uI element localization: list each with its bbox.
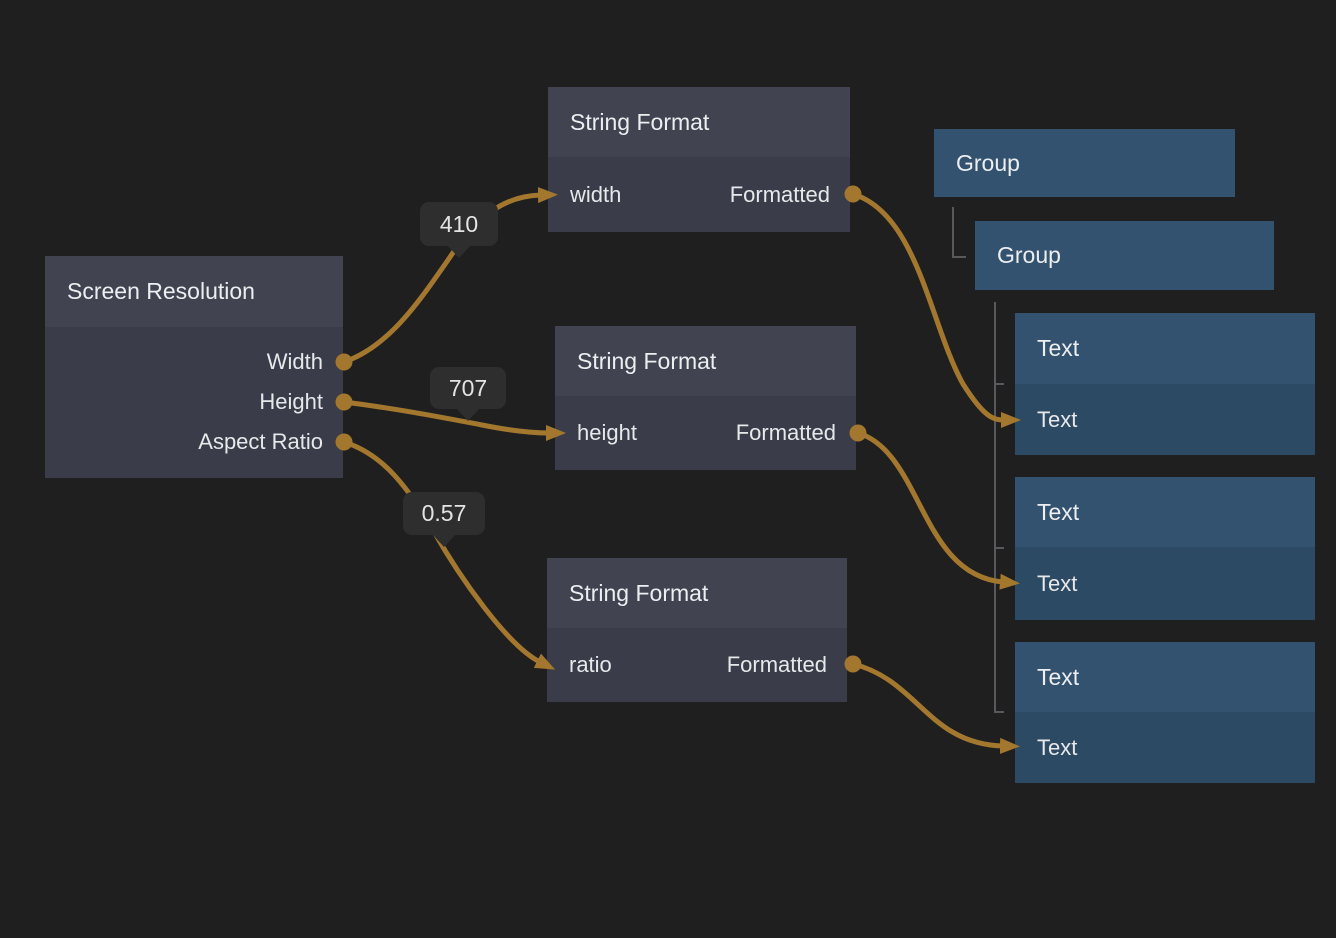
node-text-width[interactable]: Text Text — [1015, 313, 1315, 455]
node-title: String Format — [570, 108, 710, 135]
input-label: Text — [1037, 406, 1078, 432]
node-text-ratio[interactable]: Text Text — [1015, 642, 1315, 783]
node-title-bar[interactable]: String Format — [555, 326, 856, 396]
wire-value-badge-height: 707 — [430, 367, 506, 409]
node-title: String Format — [569, 579, 709, 606]
output-label: Formatted — [735, 420, 836, 445]
node-title-bar[interactable]: Text — [1015, 477, 1315, 547]
node-title-bar[interactable]: String Format — [547, 558, 847, 628]
input-label: width — [570, 181, 622, 207]
wire-aspect-ratio-to-string-format[interactable] — [341, 439, 556, 670]
input-label: height — [577, 420, 637, 445]
node-title: Screen Resolution — [67, 278, 255, 304]
wire-formatted-height-to-text[interactable] — [855, 430, 1020, 590]
wire-value: 0.57 — [421, 500, 467, 526]
node-body: width Formatted — [548, 157, 850, 232]
input-label: Text — [1037, 734, 1078, 760]
node-screen-resolution[interactable]: Screen Resolution Width Height Aspect Ra… — [45, 256, 343, 478]
node-body: Text — [1015, 547, 1315, 620]
node-title-bar[interactable]: String Format — [548, 87, 850, 157]
output-label: Formatted — [726, 652, 827, 677]
output-label: Formatted — [729, 181, 830, 207]
output-row-height: Height — [45, 382, 343, 422]
output-port-formatted-ratio[interactable] — [844, 655, 862, 673]
output-label: Height — [259, 389, 323, 414]
node-title-bar[interactable]: Group — [975, 221, 1274, 290]
input-label: ratio — [569, 652, 612, 677]
node-body: ratio Formatted — [547, 628, 847, 702]
node-text-height[interactable]: Text Text — [1015, 477, 1315, 620]
node-group-outer[interactable]: Group — [934, 129, 1235, 197]
node-title-bar[interactable]: Text — [1015, 313, 1315, 384]
wire-value: 410 — [439, 210, 479, 237]
wire-value-badge-ratio: 0.57 — [403, 492, 485, 535]
wire-value-badge-width: 410 — [420, 202, 498, 246]
output-label: Width — [266, 349, 323, 374]
tree-guide-outer-group — [952, 207, 966, 258]
input-label: Text — [1037, 570, 1078, 596]
node-title: Group — [997, 242, 1061, 268]
node-body: Text — [1015, 712, 1315, 783]
wire-value: 707 — [448, 374, 488, 401]
node-body: height Formatted — [555, 396, 856, 470]
output-row-width: Width — [45, 342, 343, 382]
tree-guide-inner-group — [994, 302, 1004, 713]
node-string-format-ratio[interactable]: String Format ratio Formatted — [547, 558, 847, 702]
node-title: Text — [1037, 663, 1080, 690]
output-label: Aspect Ratio — [198, 429, 323, 454]
output-row-aspect-ratio: Aspect Ratio — [45, 422, 343, 462]
node-body: Text — [1015, 384, 1315, 455]
node-title: String Format — [577, 347, 717, 374]
node-title: Group — [956, 149, 1020, 176]
node-group-inner[interactable]: Group — [975, 221, 1274, 290]
node-title: Text — [1037, 335, 1080, 361]
node-string-format-width[interactable]: String Format width Formatted — [548, 87, 850, 232]
wire-formatted-ratio-to-text[interactable] — [850, 661, 1020, 754]
node-string-format-height[interactable]: String Format height Formatted — [555, 326, 856, 470]
node-title-bar[interactable]: Screen Resolution — [45, 256, 343, 327]
node-title-bar[interactable]: Group — [934, 129, 1235, 197]
node-title-bar[interactable]: Text — [1015, 642, 1315, 712]
node-body: Width Height Aspect Ratio — [45, 327, 343, 478]
node-title: Text — [1037, 498, 1080, 525]
